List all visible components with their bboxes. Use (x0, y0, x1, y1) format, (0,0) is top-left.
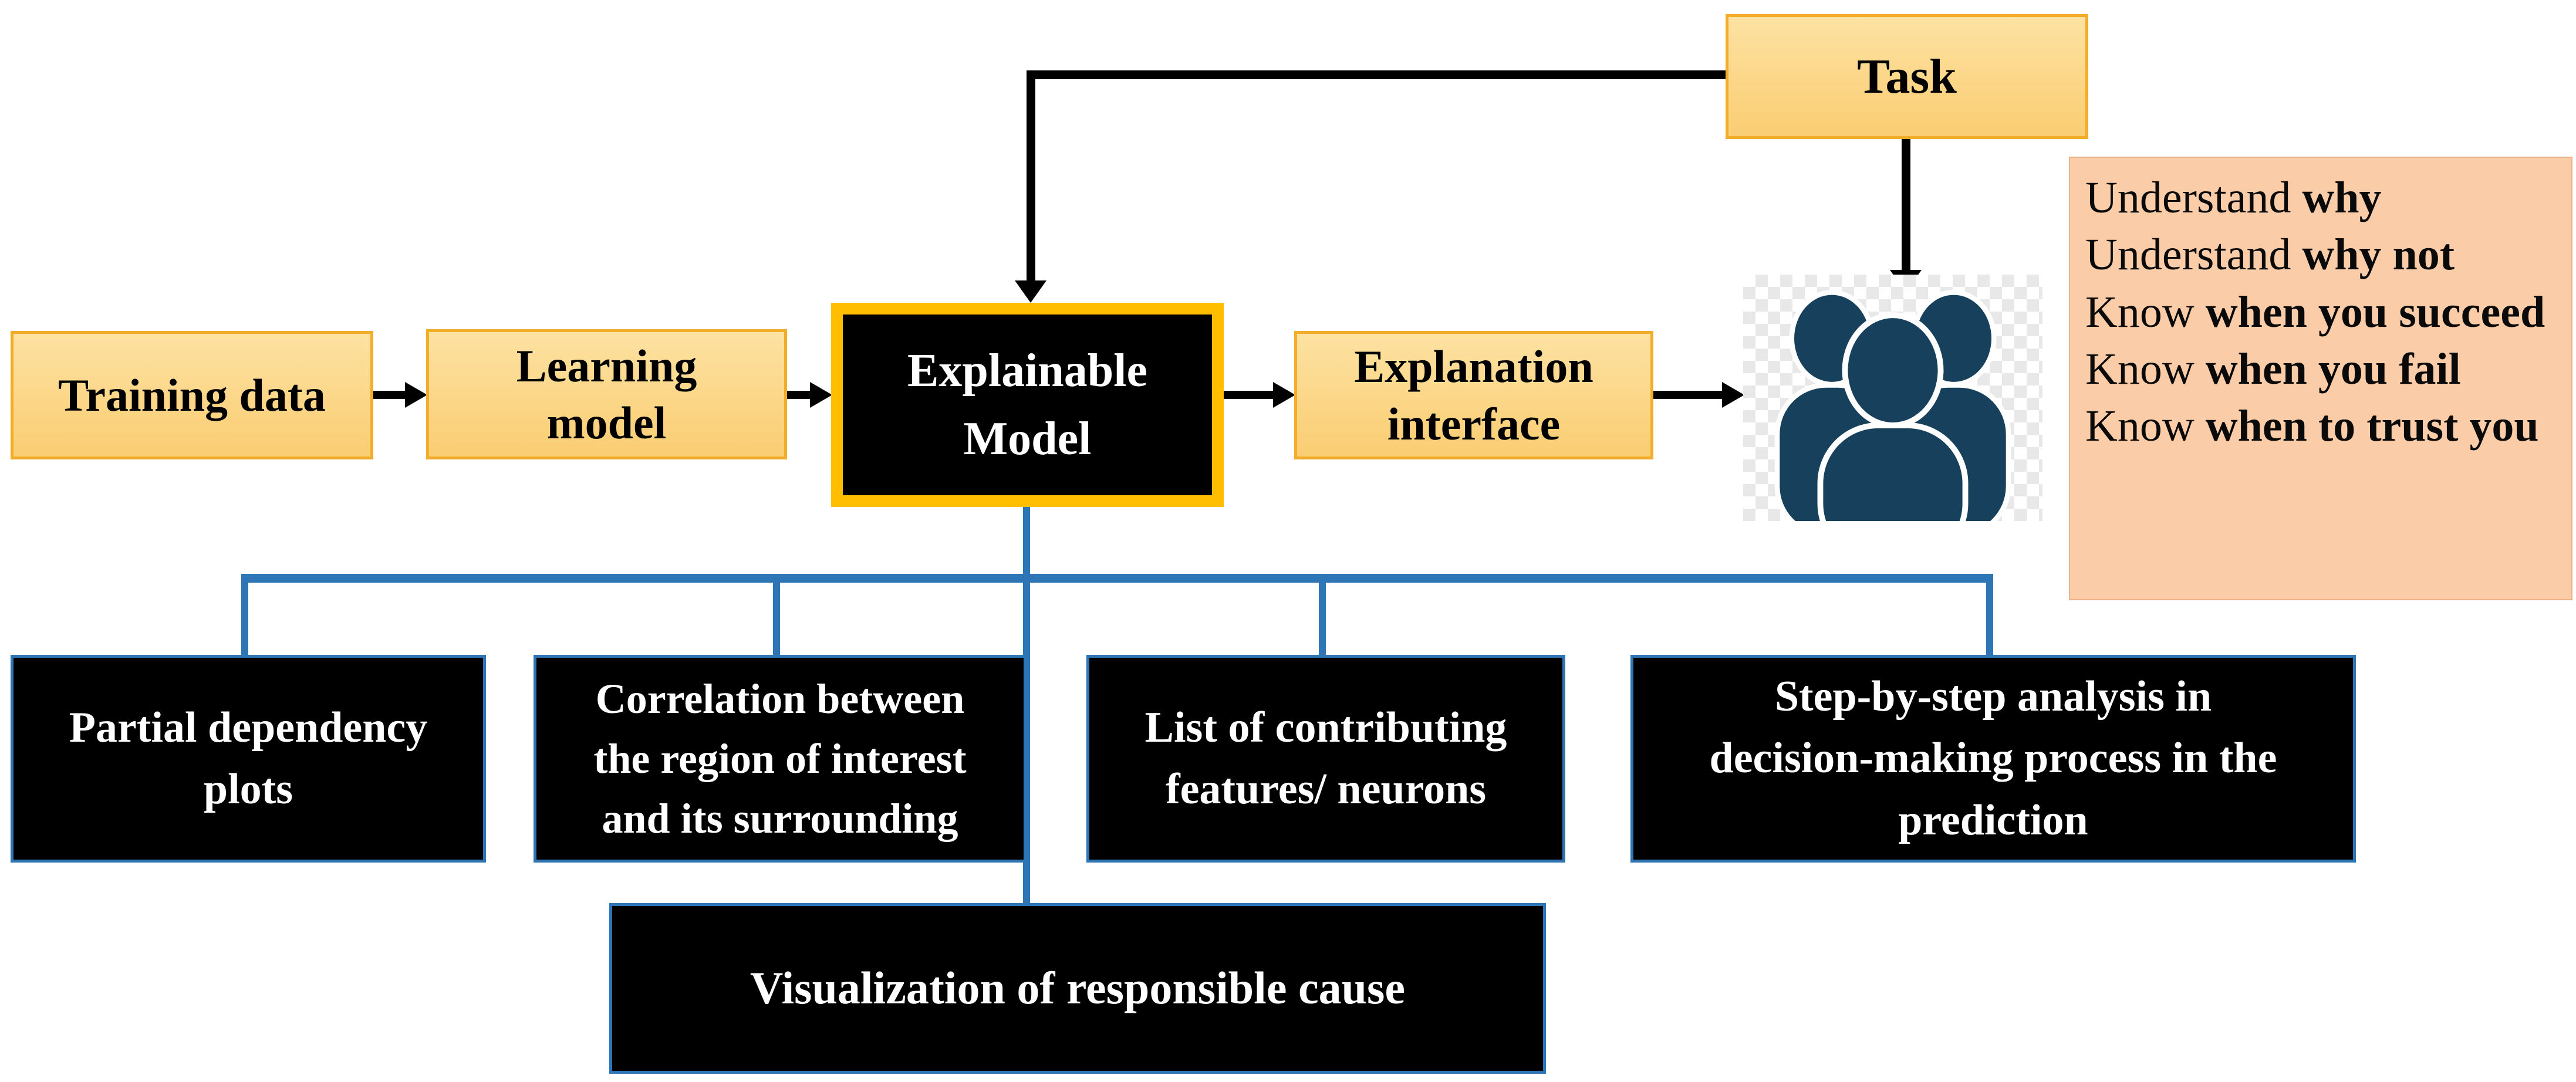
method-box-correlation: Correlation between the region of intere… (534, 655, 1027, 863)
node-training-data: Training data (11, 331, 373, 459)
arrow-shaft (1027, 70, 1726, 79)
connector-stem (1023, 507, 1030, 574)
user-goal-item: Know when you fail (2085, 344, 2461, 394)
node-learning-model-label: Learning model (516, 340, 697, 449)
node-task-label: Task (1857, 49, 1957, 104)
arrow-head (1273, 382, 1295, 408)
connector-drop-4 (1986, 583, 1993, 657)
node-explainable-model-label: Explainable Model (907, 345, 1148, 465)
connector-drop-3 (1319, 583, 1326, 657)
node-learning-model: Learning model (426, 329, 787, 459)
method-box-visualization: Visualization of responsible cause (609, 903, 1546, 1074)
node-explainable-model: Explainable Model (831, 303, 1224, 507)
arrow-head (1722, 382, 1744, 408)
connector-drop-1 (241, 583, 248, 657)
arrow-head (1015, 280, 1046, 303)
person-head (1842, 312, 1944, 428)
node-explanation-interface-label: Explanation interface (1354, 341, 1593, 449)
node-task: Task (1726, 14, 2088, 139)
connector-drop-2 (773, 583, 780, 657)
method-label: List of contributing features/ neurons (1144, 703, 1507, 813)
arrow-shaft (1902, 139, 1910, 271)
user-goal-item: Understand why (2085, 173, 2382, 222)
arrow-shaft (1653, 391, 1723, 399)
method-box-step-by-step: Step-by-step analysis in decision-making… (1630, 655, 2356, 863)
connector-bar (241, 574, 1993, 583)
user-goal-item: Know when you succeed (2085, 287, 2545, 337)
arrow-shaft (373, 391, 406, 399)
method-label: Correlation between the region of intere… (593, 675, 967, 843)
user-goal-item: Understand why not (2085, 230, 2455, 280)
arrow-shaft (1224, 391, 1274, 399)
method-label: Step-by-step analysis in decision-making… (1709, 672, 2277, 844)
arrow-head (810, 382, 832, 408)
arrow-head (405, 382, 427, 408)
node-training-data-label: Training data (58, 369, 326, 421)
node-explanation-interface: Explanation interface (1294, 331, 1653, 459)
method-box-partial-dependency: Partial dependency plots (11, 655, 486, 863)
users-image (1743, 275, 2042, 521)
method-label: Partial dependency plots (69, 703, 428, 813)
arrow-shaft (1027, 70, 1035, 282)
method-box-contributing-features: List of contributing features/ neurons (1086, 655, 1565, 863)
people-group-icon (1774, 289, 2011, 521)
user-goal-item: Know when to trust you (2085, 401, 2539, 451)
person-body (1817, 422, 1969, 521)
method-label: Visualization of responsible cause (750, 962, 1405, 1014)
arrow-shaft (787, 391, 811, 399)
